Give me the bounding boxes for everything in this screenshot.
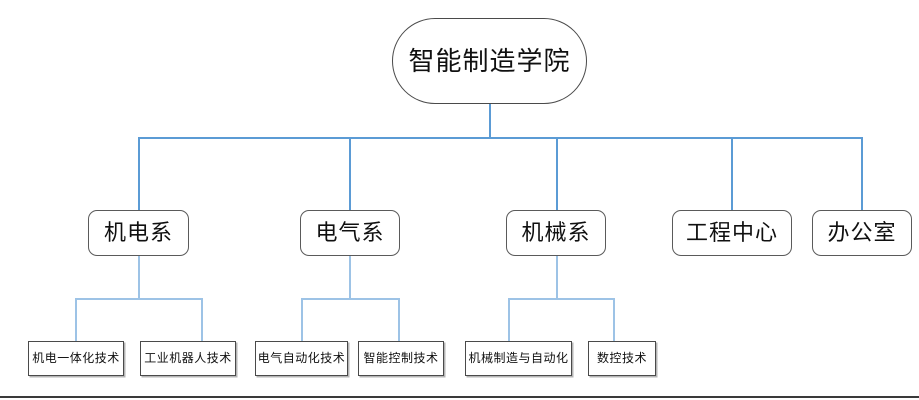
- node-major-zhineng-kongzhi-label: 智能控制技术: [363, 350, 439, 365]
- connector-drop-dianqi-major-1: [301, 298, 303, 342]
- connector-bus-jixie: [508, 298, 615, 300]
- node-dept-gongcheng-zhongxin-label: 工程中心: [685, 219, 778, 245]
- node-major-gongye-jiqiren-label: 工业机器人技术: [144, 350, 232, 365]
- node-major-jidian-yitihua-label: 机电一体化技术: [32, 350, 120, 365]
- node-dept-bangongshi-label: 办公室: [827, 219, 897, 245]
- connector-stem-dianqi: [349, 256, 351, 299]
- node-major-jixie-zhizao-label: 机械制造与自动化: [468, 350, 569, 365]
- node-major-zhineng-kongzhi[interactable]: 智能控制技术: [358, 341, 444, 376]
- connector-bus-jidian: [75, 298, 203, 300]
- node-major-gongye-jiqiren[interactable]: 工业机器人技术: [140, 341, 236, 376]
- node-major-dianqi-zidonghua[interactable]: 电气自动化技术: [255, 341, 348, 376]
- connector-bus-dianqi: [301, 298, 400, 300]
- connector-stem-jidian: [138, 256, 140, 299]
- node-dept-jixie-label: 机械系: [521, 219, 591, 245]
- connector-drop-jidian: [138, 137, 140, 211]
- connector-drop-jidian-major-1: [75, 298, 77, 342]
- node-dept-dianqi-label: 电气系: [315, 219, 385, 245]
- node-major-shukong-label: 数控技术: [596, 350, 647, 365]
- connector-drop-dianqi-major-2: [398, 298, 400, 342]
- connector-drop-jixie-major-1: [508, 298, 510, 342]
- node-dept-gongcheng-zhongxin[interactable]: 工程中心: [672, 210, 792, 256]
- connector-drop-gongcheng: [731, 137, 733, 211]
- node-dept-jidian-label: 机电系: [103, 219, 173, 245]
- connector-drop-jixie-major-2: [613, 298, 615, 342]
- node-major-shukong[interactable]: 数控技术: [588, 341, 656, 376]
- node-dept-dianqi[interactable]: 电气系: [300, 210, 400, 256]
- node-root-label: 智能制造学院: [408, 45, 571, 76]
- node-major-jixie-zhizao[interactable]: 机械制造与自动化: [465, 341, 572, 376]
- node-major-jidian-yitihua[interactable]: 机电一体化技术: [28, 341, 124, 376]
- connector-drop-jidian-major-2: [201, 298, 203, 342]
- node-dept-jidian[interactable]: 机电系: [88, 210, 189, 256]
- connector-drop-jixie: [556, 137, 558, 211]
- node-dept-bangongshi[interactable]: 办公室: [812, 210, 912, 256]
- connector-drop-bangongshi: [861, 137, 863, 211]
- node-major-dianqi-zidonghua-label: 电气自动化技术: [257, 350, 346, 365]
- node-root-college[interactable]: 智能制造学院: [392, 18, 587, 104]
- connector-drop-dianqi: [349, 137, 351, 211]
- connector-stem-jixie: [556, 256, 558, 299]
- connector-level2-bus: [138, 137, 863, 139]
- page-bottom-rule: [0, 396, 919, 398]
- connector-root-stem: [489, 104, 491, 138]
- node-dept-jixie[interactable]: 机械系: [506, 210, 606, 256]
